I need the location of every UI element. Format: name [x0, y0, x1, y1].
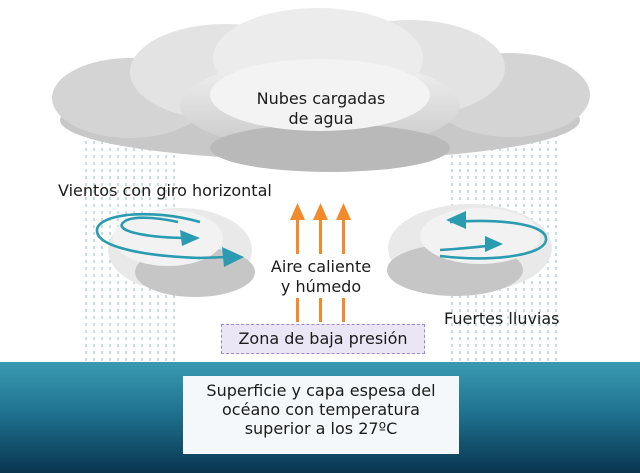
- updraft-arrows: [290, 203, 351, 254]
- low-pressure-zone: [221, 324, 425, 354]
- wind-arrow-left-shaft: [197, 255, 229, 260]
- clouds-label: Nubes cargadas de agua: [256, 89, 386, 128]
- low-pressure-label: Zona de baja presión: [238, 329, 408, 348]
- rain-label: Fuertes lluvias: [444, 309, 560, 328]
- updraft-stubs: [296, 298, 345, 322]
- ocean-label: Superficie y capa espesa del océano con …: [206, 381, 436, 438]
- wind-arrowhead-right-2: [485, 236, 503, 252]
- wind-swirl-left: [95, 212, 201, 260]
- wind-arrowhead-right-1: [446, 211, 466, 229]
- winds-label: Vientos con giro horizontal: [58, 181, 272, 200]
- ocean-info-box: [183, 376, 459, 454]
- wind-arrowhead-left-2: [180, 230, 200, 246]
- warm-air-label: Aire caliente y húmedo: [270, 257, 372, 296]
- right-swirl-cloud: [387, 204, 552, 296]
- storm-cloud: [52, 8, 590, 172]
- wind-arrowhead-left-1: [222, 247, 244, 267]
